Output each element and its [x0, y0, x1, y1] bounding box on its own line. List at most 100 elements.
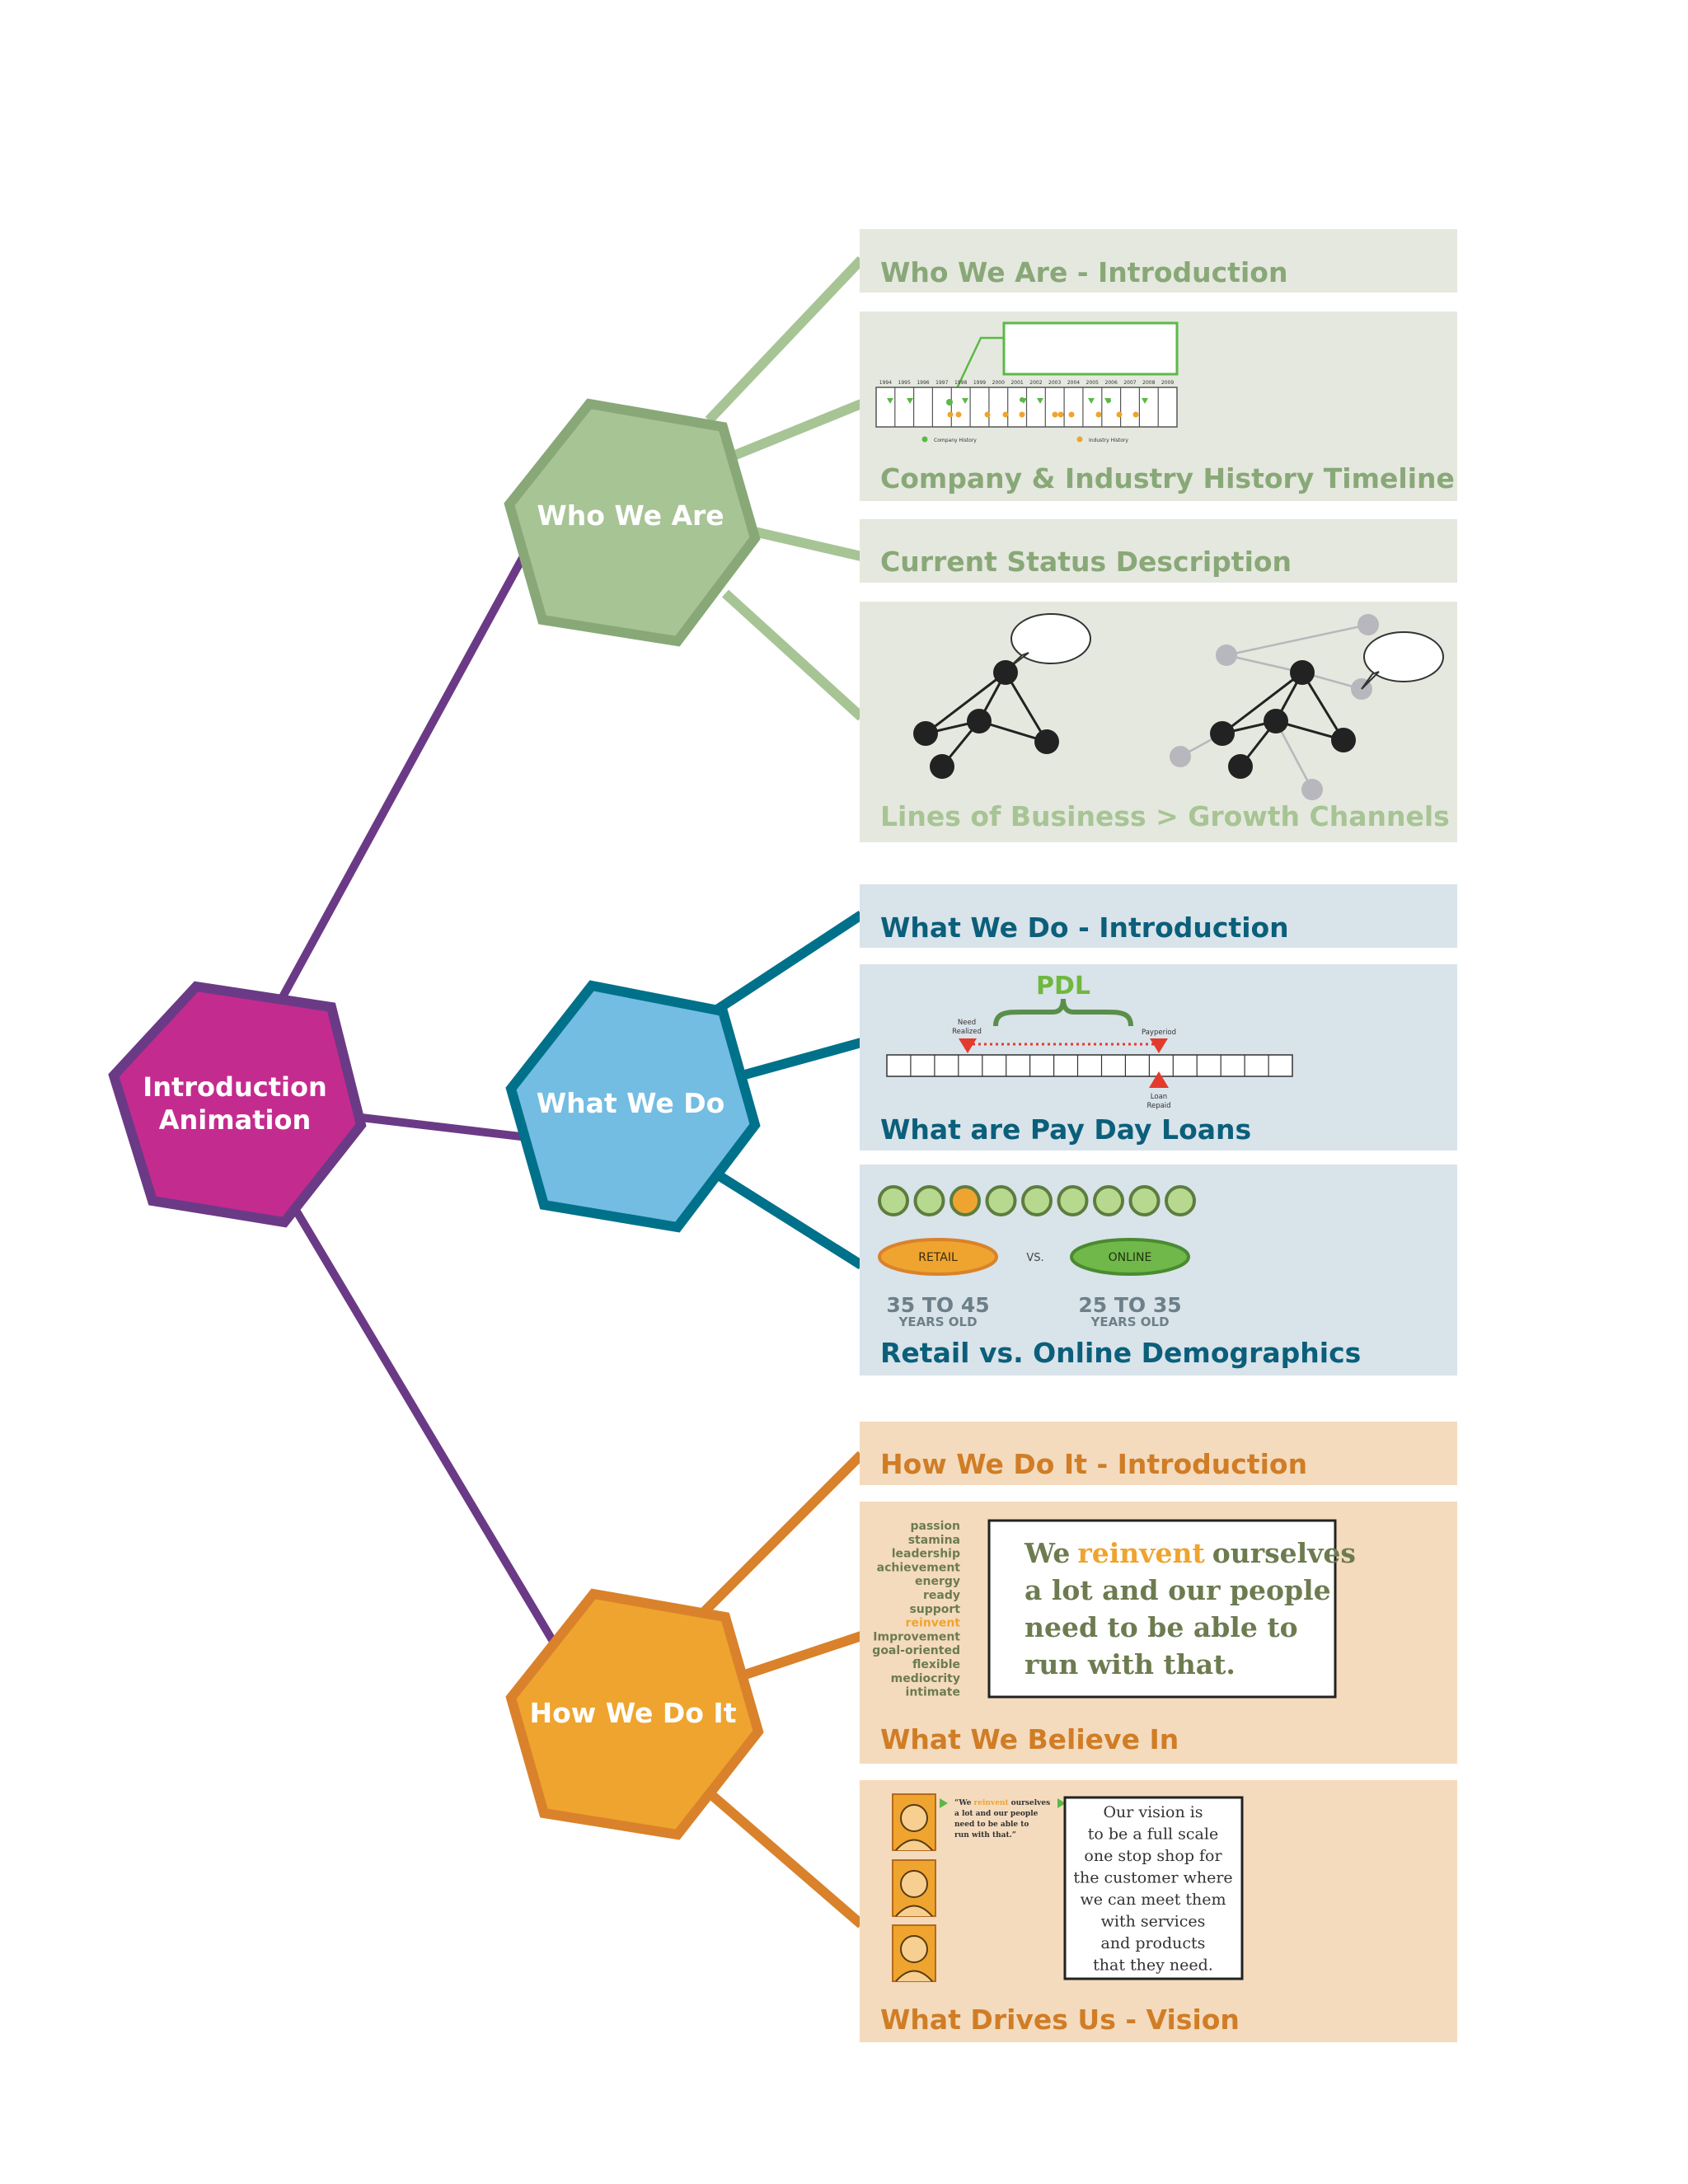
- timeline-year: 2009: [1161, 380, 1174, 386]
- panel-how-intro[interactable]: How We Do It - Introduction: [860, 1422, 1457, 1485]
- values-word: passion: [910, 1520, 960, 1533]
- panel-what-pdl[interactable]: PDL Need Realized Payperiod Loan Repaid …: [860, 964, 1457, 1151]
- portrait-icon: [892, 1924, 936, 1982]
- timeline-year: 2005: [1086, 380, 1099, 386]
- vision-line: to be a full scale: [1088, 1825, 1218, 1844]
- timeline-callout-box: [1002, 321, 1179, 376]
- demographic-dot-highlight: [950, 1185, 981, 1216]
- legend-industry-dot: [1076, 436, 1083, 443]
- values-word: support: [909, 1603, 960, 1616]
- how-hex-label: How We Do It: [530, 1697, 737, 1729]
- timeline-year: 2001: [1010, 380, 1023, 386]
- demographic-dot: [1057, 1185, 1089, 1216]
- legend-industry-label: Industry History: [1089, 438, 1128, 443]
- play-arrow-icon[interactable]: [940, 1798, 948, 1808]
- vision-line: with services: [1101, 1913, 1206, 1931]
- timeline-year: 2006: [1105, 380, 1118, 386]
- timeline-company-markers: [887, 397, 1148, 405]
- root-label-line1: Introduction: [143, 1071, 326, 1103]
- panel-what-intro[interactable]: What We Do - Introduction: [860, 884, 1457, 948]
- values-word: leadership: [892, 1548, 960, 1561]
- what-connectors: [714, 910, 865, 1270]
- values-word: intimate: [906, 1686, 960, 1699]
- panel-what-demographics[interactable]: RETAIL VS. ONLINE 35 TO 45 YEARS OLD 25 …: [860, 1165, 1457, 1376]
- values-word: goal-oriented: [872, 1644, 960, 1657]
- panel-who-status[interactable]: Current Status Description: [860, 519, 1457, 583]
- demographic-dot: [1021, 1185, 1053, 1216]
- network-diagram-left: [913, 613, 1091, 779]
- timeline-year: 1997: [935, 380, 948, 386]
- vision-quote-box: [1063, 1796, 1244, 1980]
- believe-quote-we: We: [1024, 1537, 1070, 1569]
- small-quote-line4: run with that.”: [954, 1831, 1016, 1840]
- retail-label: RETAIL: [918, 1251, 958, 1264]
- need-label-2: Realized: [952, 1028, 982, 1036]
- timeline-year: 2008: [1142, 380, 1155, 386]
- values-word: ready: [923, 1589, 960, 1602]
- loan-label-2: Repaid: [1146, 1102, 1170, 1110]
- legend-company-label: Company History: [934, 438, 977, 443]
- online-years-old: YEARS OLD: [1090, 1315, 1169, 1329]
- vs-label: VS.: [1026, 1252, 1043, 1264]
- root-hexagon[interactable]: Introduction Animation: [108, 981, 367, 1228]
- retail-years-old: YEARS OLD: [898, 1315, 977, 1329]
- timeline-year: 2002: [1029, 380, 1042, 386]
- values-word: stamina: [908, 1534, 960, 1547]
- panel-what-pdl-title: What are Pay Day Loans: [880, 1113, 1251, 1146]
- how-connectors: [701, 1451, 865, 1929]
- how-hexagon[interactable]: How We Do It: [505, 1588, 764, 1840]
- loan-repaid-marker: [1149, 1071, 1169, 1088]
- portrait-icon: [892, 1793, 936, 1851]
- demographic-dot: [1128, 1185, 1160, 1216]
- values-word-list: passionstaminaleadershipachievementenerg…: [872, 1520, 960, 1699]
- loan-label-1: Loan: [1151, 1093, 1167, 1101]
- values-word: flexible: [912, 1658, 960, 1671]
- believe-quote-line4: run with that.: [1025, 1648, 1236, 1680]
- panel-who-timeline-title: Company & Industry History Timeline: [880, 462, 1455, 494]
- online-label: ONLINE: [1109, 1251, 1152, 1264]
- believe-quote-box: [987, 1519, 1337, 1699]
- play-arrow-icon[interactable]: [1057, 1798, 1066, 1808]
- small-quote-line3: need to be able to: [954, 1821, 1029, 1829]
- demographic-dot: [878, 1185, 909, 1216]
- demographic-dot: [1093, 1185, 1124, 1216]
- timeline-year: 2004: [1067, 380, 1080, 386]
- connector-root-who: [276, 552, 528, 1005]
- values-word: reinvent: [906, 1617, 961, 1630]
- demographic-dots: [878, 1185, 1196, 1216]
- online-pill: [1070, 1238, 1190, 1276]
- vision-line: and products: [1101, 1934, 1206, 1952]
- timeline-industry-markers: [947, 411, 1139, 418]
- panel-who-intro[interactable]: Who We Are - Introduction: [860, 229, 1457, 293]
- vision-line: one stop shop for: [1084, 1847, 1222, 1865]
- what-hexagon[interactable]: What We Do: [505, 980, 761, 1233]
- timeline-year: 1996: [917, 380, 929, 386]
- values-word: mediocrity: [891, 1672, 960, 1685]
- timeline-year: 2003: [1048, 380, 1061, 386]
- panel-who-status-title: Current Status Description: [880, 546, 1292, 578]
- online-age: 25 TO 35: [1078, 1293, 1181, 1317]
- timeline-year: 1998: [954, 380, 967, 386]
- who-hexagon[interactable]: Who We Are: [504, 398, 761, 647]
- root-connectors: [276, 552, 556, 1644]
- pdl-label: PDL: [1036, 972, 1090, 1001]
- vision-line: that they need.: [1093, 1957, 1213, 1975]
- demographic-dot: [1165, 1185, 1196, 1216]
- vision-line: Our vision is: [1103, 1803, 1203, 1821]
- panel-how-vision-title: What Drives Us - Vision: [880, 2004, 1240, 2036]
- panel-how-believe[interactable]: passionstaminaleadershipachievementenerg…: [860, 1502, 1457, 1764]
- vision-line: the customer where: [1073, 1869, 1232, 1887]
- timeline-year: 1994: [879, 380, 892, 386]
- vision-text: Our vision is to be a full scale one stop …: [1073, 1803, 1232, 1975]
- panel-who-intro-title: Who We Are - Introduction: [880, 256, 1287, 288]
- values-word: Improvement: [873, 1630, 960, 1643]
- timeline-year: 2000: [992, 380, 1005, 386]
- pdl-brace: [993, 998, 1133, 1027]
- connector-root-how: [293, 1207, 556, 1644]
- panel-who-lines-of-business[interactable]: Lines of Business > Growth Channels: [860, 602, 1457, 842]
- timeline-year: 1995: [898, 380, 911, 386]
